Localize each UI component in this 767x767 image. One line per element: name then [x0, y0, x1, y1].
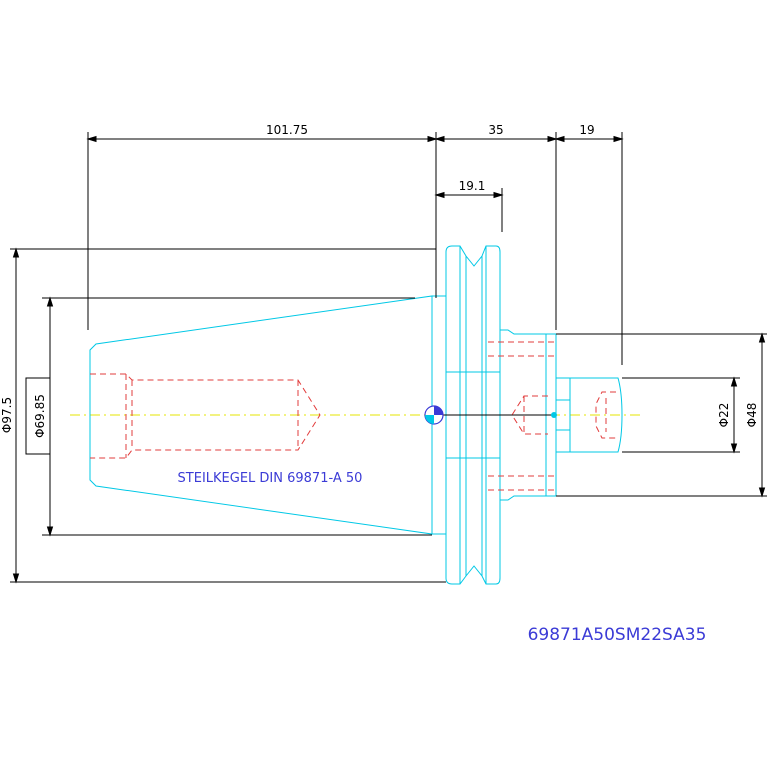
dim-dia-97-5: Φ97.5	[0, 397, 14, 433]
taper-spec-label: STEILKEGEL DIN 69871-A 50	[178, 471, 363, 486]
dim-dia-48: Φ48	[745, 403, 759, 428]
dim-101-75: 101.75	[266, 123, 308, 137]
dimension-box	[25, 377, 51, 455]
center-symbol	[424, 405, 557, 425]
taper-body	[89, 295, 446, 535]
hidden-lines-shank	[488, 341, 616, 491]
hidden-lines-taper	[90, 373, 321, 459]
dim-19-1: 19.1	[459, 179, 486, 193]
dim-dia-22: Φ22	[717, 403, 731, 428]
dim-35: 35	[488, 123, 503, 137]
dim-dia-69-85: Φ69.85	[33, 394, 47, 438]
dim-19: 19	[579, 123, 594, 137]
dimension-lines	[10, 132, 767, 584]
part-number-label: 69871A50SM22SA35	[528, 625, 707, 645]
